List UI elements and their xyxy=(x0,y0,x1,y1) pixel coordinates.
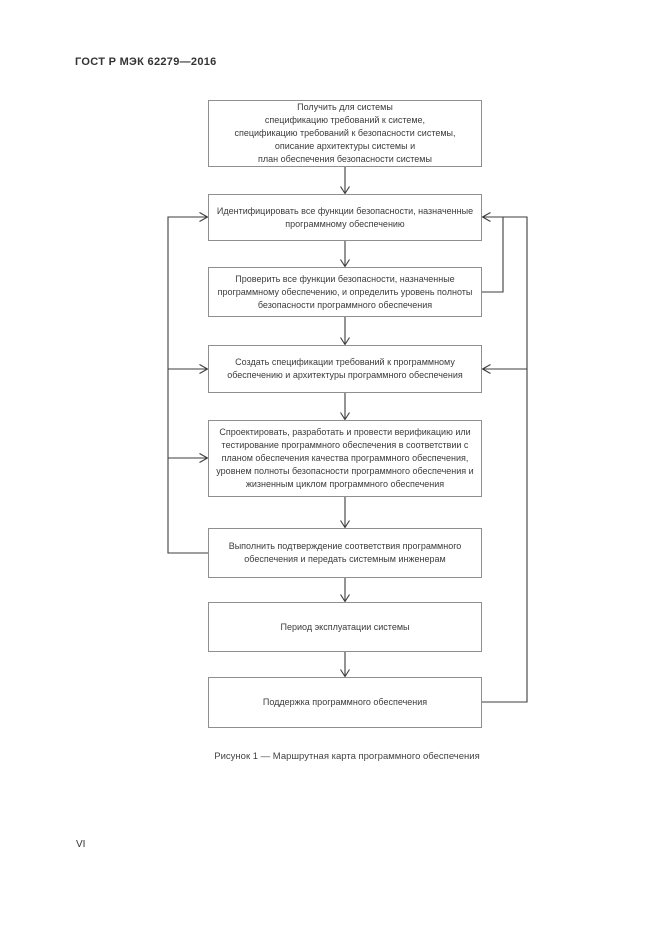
feedback-loop-right xyxy=(481,212,528,703)
feedback-loop-left xyxy=(167,212,209,554)
flowchart-box-verify-safety-functions: Проверить все функции безопасности, назн… xyxy=(208,267,482,317)
flowchart-box-identify-safety-functions: Идентифицировать все функции безопасност… xyxy=(208,194,482,241)
flowchart-box-confirm-conformance: Выполнить подтверждение соответствия про… xyxy=(208,528,482,578)
flow-arrows-down xyxy=(340,167,350,678)
document-header: ГОСТ Р МЭК 62279—2016 xyxy=(75,56,217,68)
page-number: VI xyxy=(76,839,86,850)
flowchart-box-create-software-specs: Создать спецификации требований к програ… xyxy=(208,345,482,393)
flowchart-box-obtain-system-specs: Получить для системы спецификацию требов… xyxy=(208,100,482,167)
flowchart-box-software-maintenance: Поддержка программного обеспечения xyxy=(208,677,482,728)
flowchart-box-design-develop-verify: Спроектировать, разработать и провести в… xyxy=(208,420,482,497)
figure-caption: Рисунок 1 — Маршрутная карта программног… xyxy=(214,751,480,762)
flowchart-box-system-operation-period: Период эксплуатации системы xyxy=(208,602,482,652)
